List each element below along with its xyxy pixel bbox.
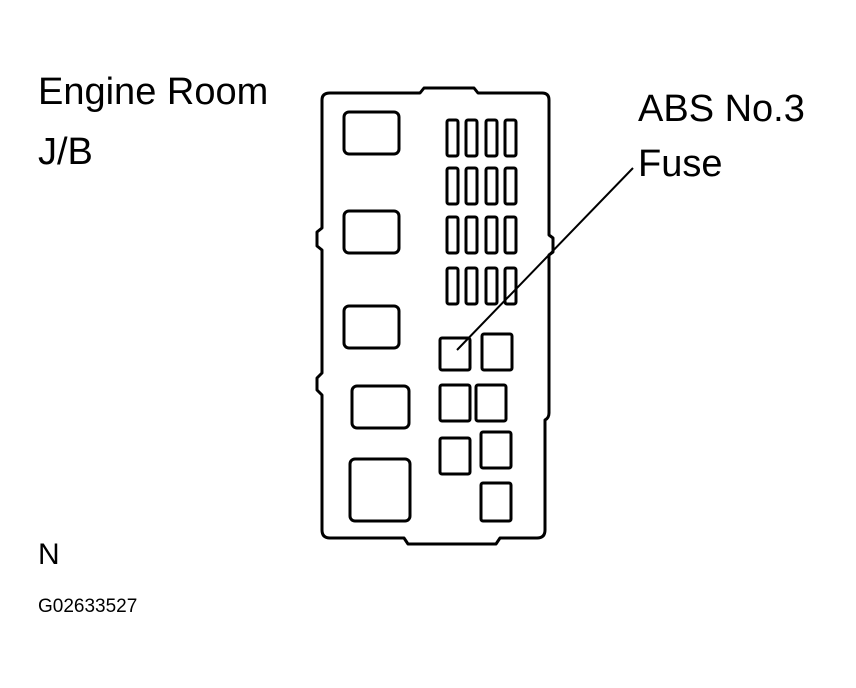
jb-title-line2: J/B [38,131,93,173]
mini-fuse [484,166,499,206]
mini-fuse [503,118,518,158]
mini-fuse [503,215,518,255]
cartridge-fuse [438,383,472,423]
mini-fuse [484,215,499,255]
mini-fuse [464,118,479,158]
mini-fuse [445,118,460,158]
jb-title-line1: Engine Room [38,71,269,113]
mini-fuse [445,215,460,255]
cartridge-fuse [480,332,514,372]
junction-block-outline [315,86,555,546]
mini-fuse [464,266,479,306]
relay-2 [342,209,401,255]
cartridge-fuse [479,481,513,523]
relay-4 [350,384,411,430]
mini-fuse [445,166,460,206]
relay-5 [348,457,412,523]
relay-3 [342,304,401,350]
mini-fuse [484,266,499,306]
mini-fuse [464,166,479,206]
fuse-callout-line2: Fuse [638,143,723,185]
cartridge-fuse [479,430,513,470]
view-code: N [38,538,60,571]
callout-leader-line [456,167,634,351]
cartridge-fuse [438,436,472,476]
mini-fuse [484,118,499,158]
mini-fuse [464,215,479,255]
fuse-callout-line1: ABS No.3 [638,88,805,130]
mini-fuse [503,166,518,206]
abs-no3-fuse [438,336,472,372]
relay-1 [342,110,401,156]
cartridge-fuse [474,383,508,423]
mini-fuse [445,266,460,306]
figure-id: G02633527 [38,596,138,617]
mini-fuse [503,266,518,306]
